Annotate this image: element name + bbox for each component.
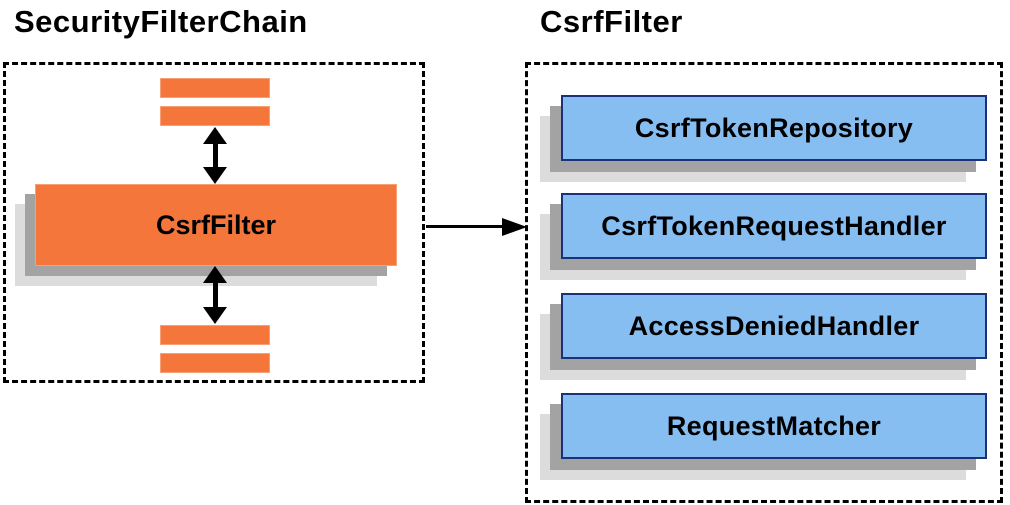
component-label: CsrfTokenRepository — [634, 112, 914, 143]
csrf-filter-title: CsrfFilter — [540, 4, 683, 39]
double-arrow-top-icon — [203, 127, 227, 184]
arrow-shaft — [212, 144, 218, 167]
component-box-csrf-token-request-handler: CsrfTokenRequestHandler — [561, 193, 987, 259]
security-filter-chain-container — [3, 62, 425, 383]
filter-chain-bar-top-1 — [160, 78, 270, 98]
component-label: RequestMatcher — [666, 410, 882, 441]
arrow-up-head — [203, 127, 227, 144]
csrf-filter-box: CsrfFilter — [35, 184, 397, 266]
filter-chain-bar-bottom-1 — [160, 325, 270, 345]
arrow-shaft — [212, 283, 218, 307]
csrf-filter-container — [525, 62, 1003, 503]
security-filter-chain-title: SecurityFilterChain — [14, 4, 308, 39]
flow-arrow-line — [426, 225, 504, 228]
arrow-down-head — [203, 307, 227, 324]
component-label: AccessDeniedHandler — [628, 310, 920, 341]
arrow-up-head — [203, 266, 227, 283]
component-box-request-matcher: RequestMatcher — [561, 393, 987, 459]
component-label: CsrfTokenRequestHandler — [601, 210, 947, 241]
csrf-filter-box-label: CsrfFilter — [155, 209, 277, 240]
double-arrow-bottom-icon — [203, 266, 227, 324]
filter-chain-bar-top-2 — [160, 106, 270, 126]
component-box-access-denied-handler: AccessDeniedHandler — [561, 293, 987, 359]
component-box-csrf-token-repository: CsrfTokenRepository — [561, 95, 987, 161]
filter-chain-bar-bottom-2 — [160, 353, 270, 373]
arrow-down-head — [203, 167, 227, 184]
flow-arrow-head-icon — [502, 218, 527, 236]
